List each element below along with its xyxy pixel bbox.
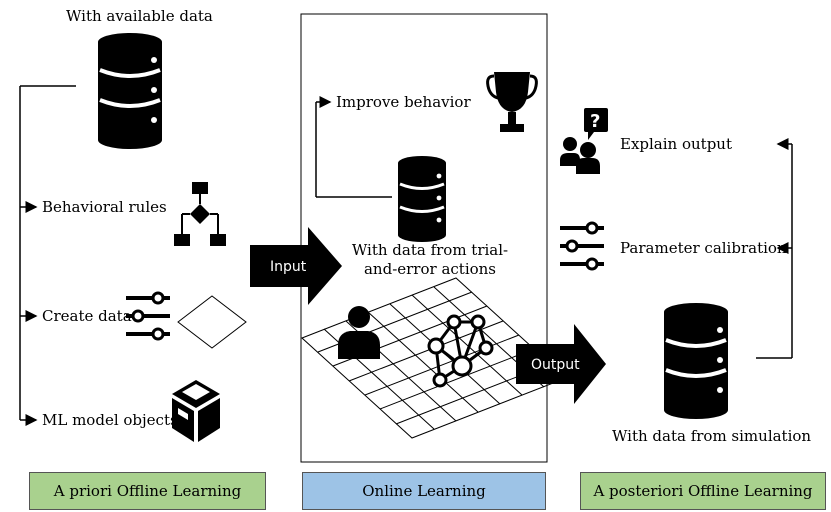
behavioral-rules-label: Behavioral rules [42, 198, 167, 216]
database-icon [98, 33, 162, 149]
online-learning-box [300, 13, 548, 463]
svg-text:?: ? [590, 111, 600, 132]
trophy-icon [486, 72, 538, 132]
output-label: Output [531, 357, 580, 373]
flowchart-icon [174, 182, 226, 246]
sliders-icon-right [560, 221, 604, 271]
create-data-label: Create data [42, 307, 132, 325]
person-icon [338, 306, 380, 359]
ml-model-objects-label: ML model objects [42, 411, 178, 429]
input-arrow: Input [250, 227, 342, 305]
left-title: With available data [66, 7, 213, 25]
question-people-icon: ? [560, 108, 608, 174]
explain-output-label: Explain output [620, 135, 732, 153]
improve-behavior-label: Improve behavior [336, 93, 471, 111]
simulation-data-label: With data from simulation [612, 427, 812, 445]
footer-online: Online Learning [302, 472, 546, 510]
input-label: Input [270, 259, 307, 275]
improve-loop-line [315, 96, 392, 198]
database-icon-simulation [664, 303, 728, 419]
sliders-icon [126, 291, 170, 341]
parameter-calibration-label: Parameter calibration [620, 239, 787, 257]
box-icon [172, 380, 220, 442]
trial-data-line2: and-error actions [363, 260, 497, 278]
left-bracket [19, 85, 76, 426]
database-icon-online [398, 156, 446, 242]
footer-a-priori: A priori Offline Learning [29, 472, 266, 510]
network-icon [427, 314, 494, 388]
footer-a-posteriori: A posteriori Offline Learning [580, 472, 826, 510]
trial-data-line1: With data from trial- [351, 241, 509, 259]
output-arrow: Output [516, 324, 606, 404]
right-bracket [756, 138, 793, 359]
data-diamond-shape [177, 295, 247, 349]
